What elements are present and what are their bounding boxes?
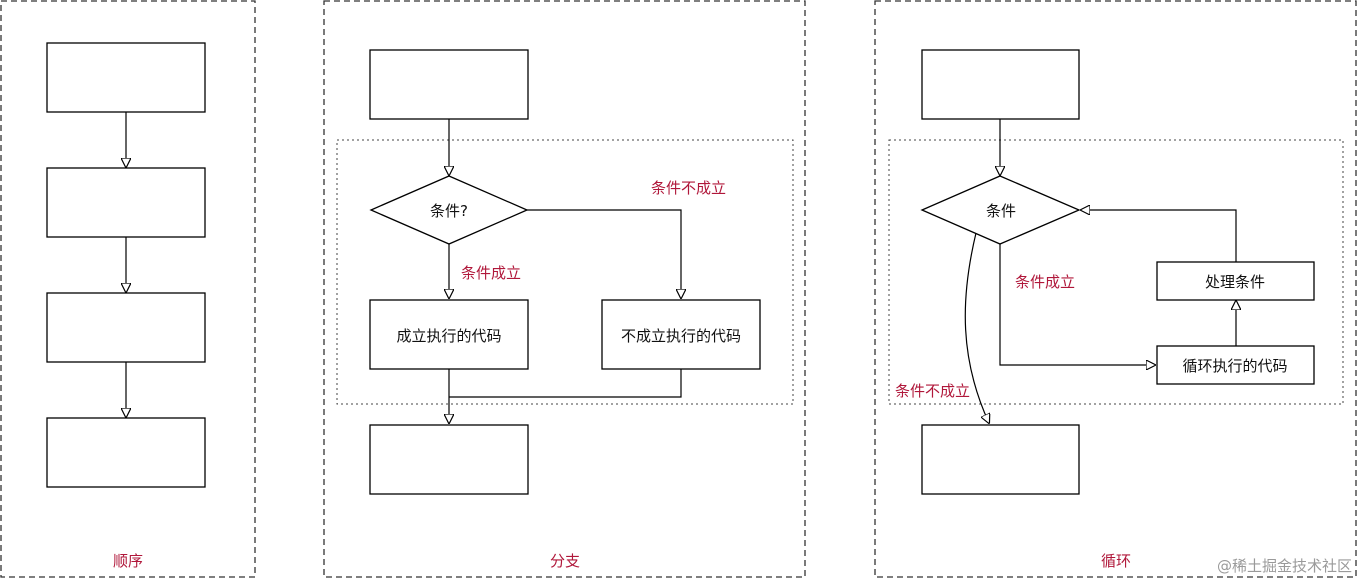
loop-title: 循环 [1101,552,1131,570]
loop-region [888,139,1344,405]
loop-decision-label: 条件 [986,202,1016,220]
loop-no-label: 条件不成立 [895,382,970,400]
sequence-panel-border [0,0,256,578]
branch-decision-label: 条件? [430,202,468,220]
branch-end-box [369,424,529,495]
branch-yes-box-label: 成立执行的代码 [396,327,501,345]
loop-exit-arrow [964,232,989,423]
watermark: @稀土掘金技术社区 [1217,557,1352,575]
branch-no-label: 条件不成立 [651,179,726,197]
sequence-panel: 顺序 [0,0,256,578]
branch-no-box-label: 不成立执行的代码 [621,327,741,345]
loop-body-box [1156,345,1315,385]
branch-title: 分支 [550,552,580,570]
loop-body-box-label: 循环执行的代码 [1182,357,1287,375]
sequence-step-3 [46,292,206,363]
loop-end-box [921,424,1080,495]
branch-no-arrow [527,209,681,298]
branch-panel-border [323,0,806,578]
sequence-step-4 [46,417,206,488]
loop-update-box-label: 处理条件 [1205,273,1265,291]
branch-yes-box [369,299,529,370]
branch-start-box [369,49,529,120]
loop-start-box [921,49,1080,120]
loop-yes-label: 条件成立 [1015,273,1075,291]
loop-back-arrow [1081,210,1237,262]
sequence-step-1 [46,42,206,113]
branch-merge-line [449,369,682,398]
loop-update-box [1156,261,1315,301]
sequence-title: 顺序 [113,552,143,570]
branch-panel: 条件? 条件成立 条件不成立 成立执行的代码 不成立执行的代码 分支 [323,0,806,578]
loop-panel-border [874,0,1357,578]
branch-yes-label: 条件成立 [461,264,521,282]
sequence-step-2 [46,167,206,238]
loop-panel: 条件 条件成立 循环执行的代码 处理条件 条件不成立 循环 [874,0,1357,578]
loop-yes-arrow [999,244,1155,365]
